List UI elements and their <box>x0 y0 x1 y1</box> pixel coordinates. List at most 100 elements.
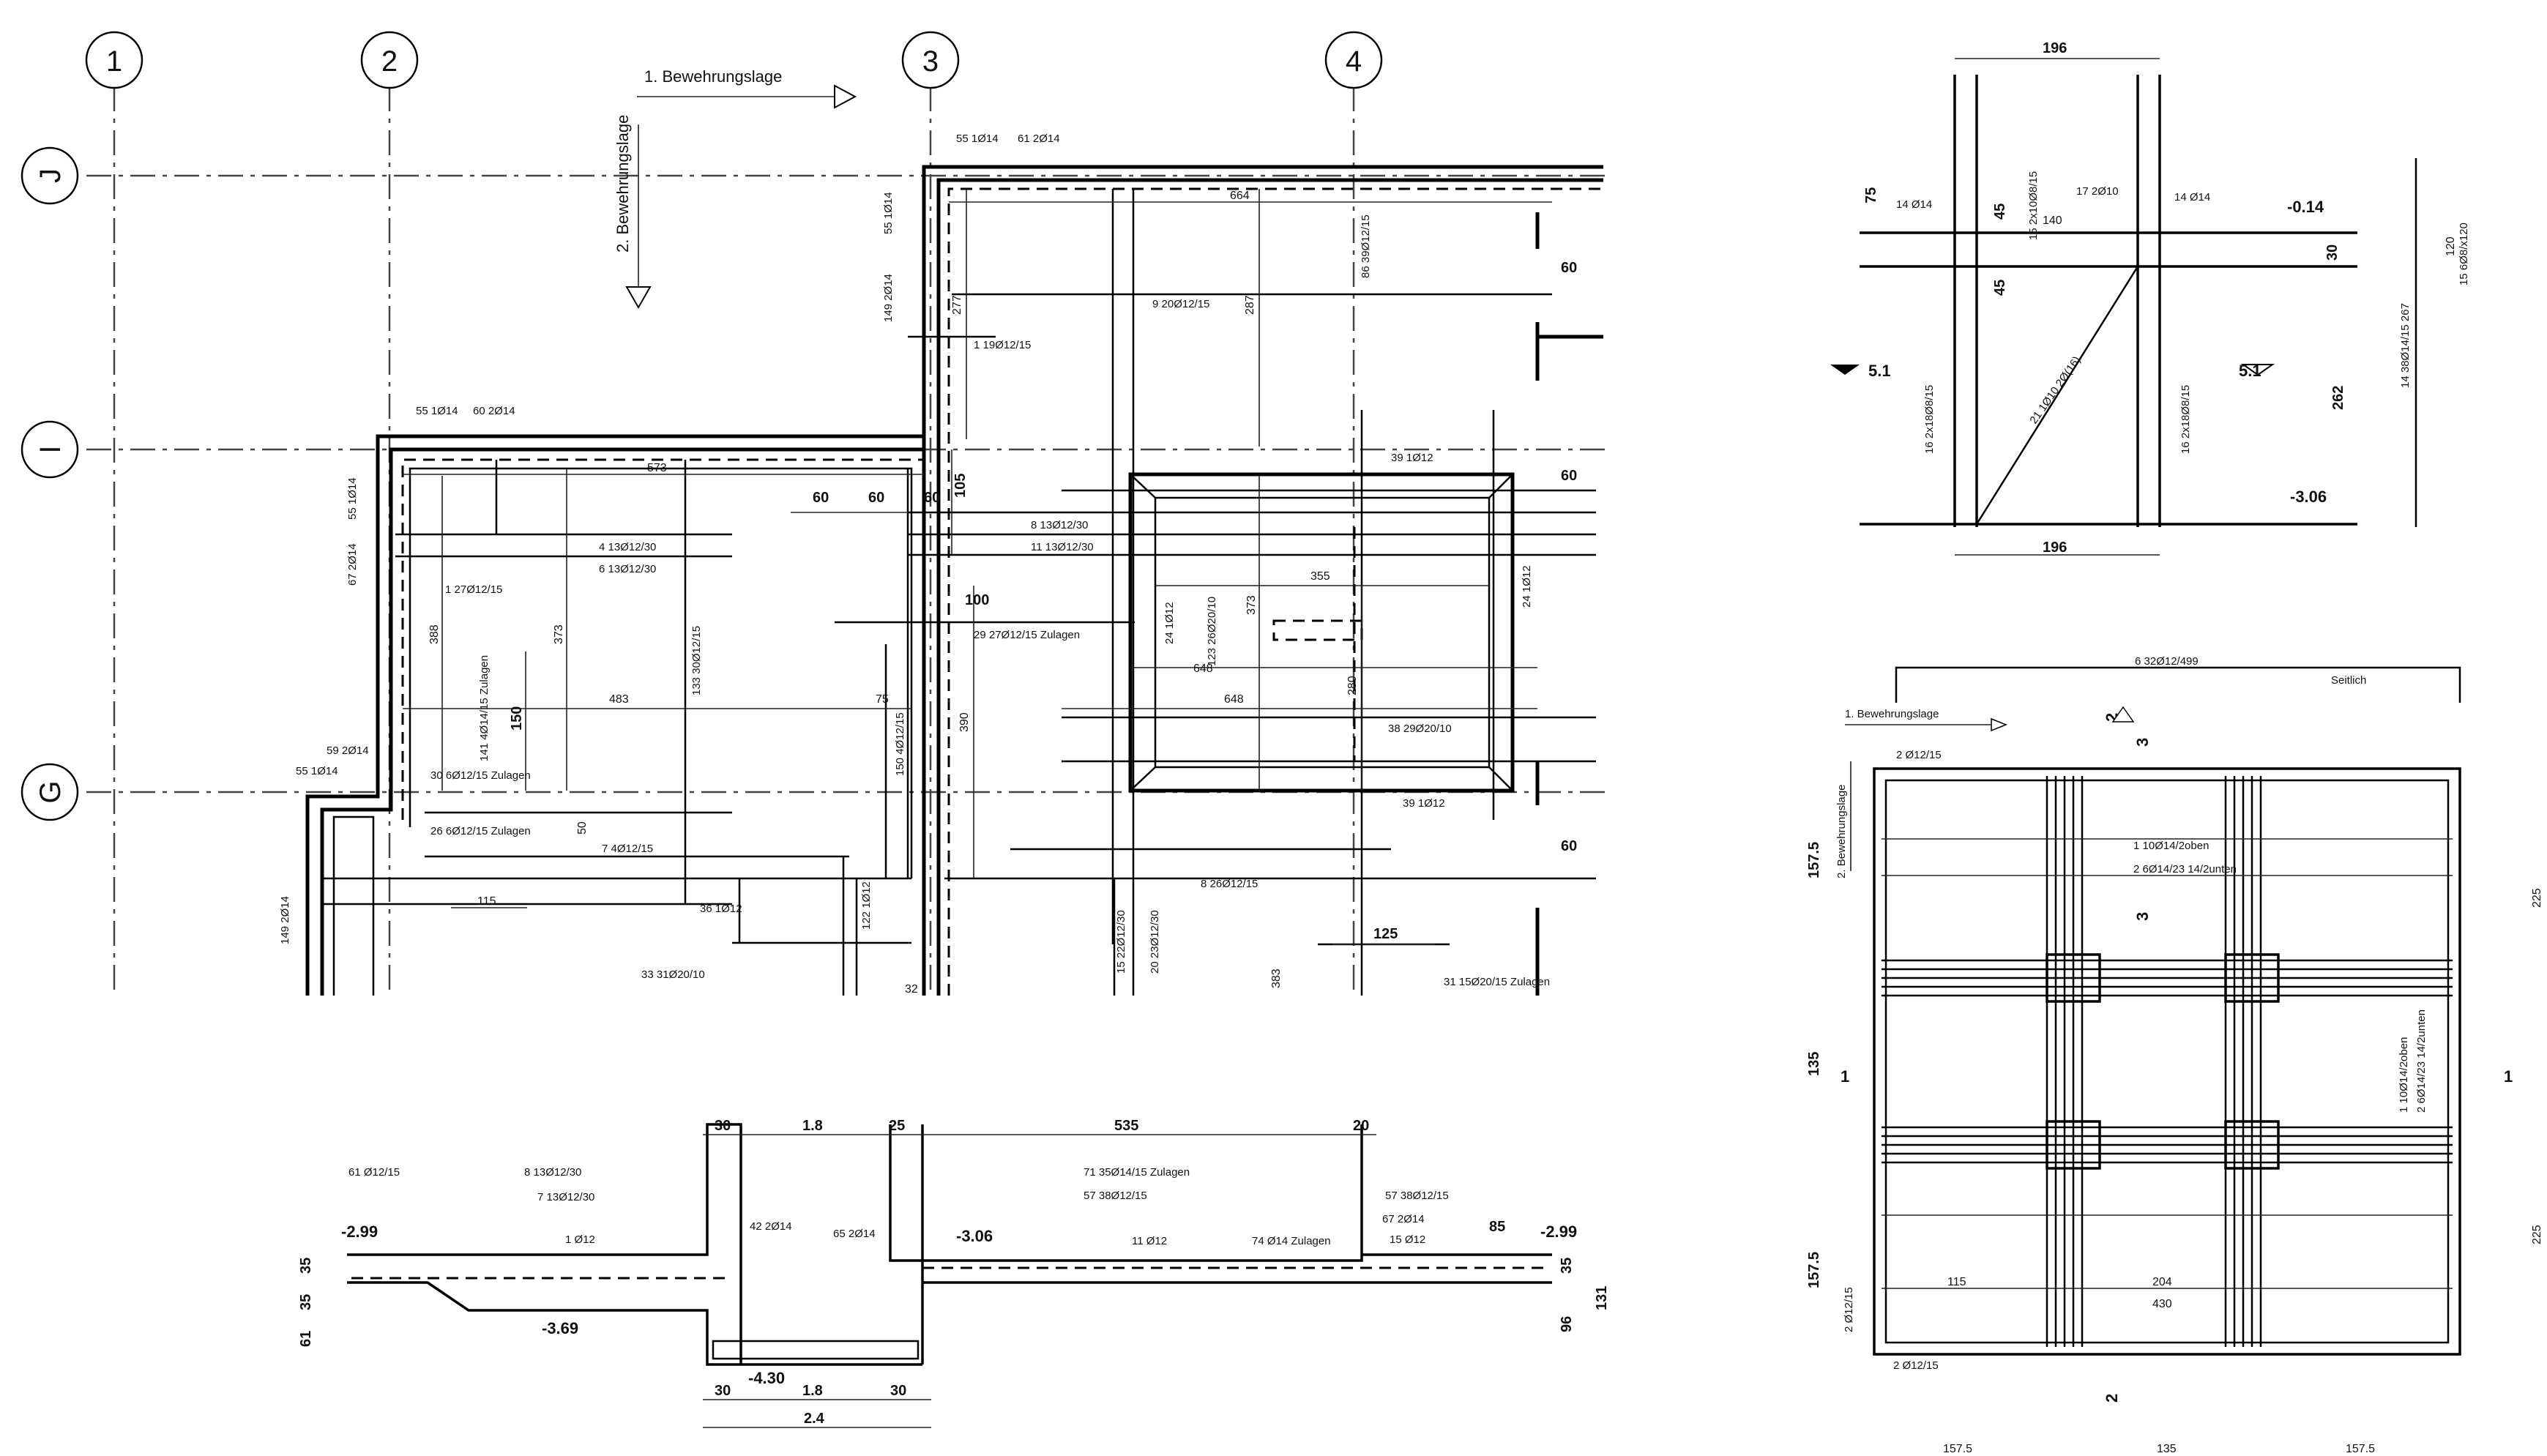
section-slab-left-bottom <box>347 1281 922 1366</box>
detail2-col-box-1 <box>2046 953 2101 1003</box>
dim-573: 573 <box>647 462 667 474</box>
section-label-67: 67 2Ø14 <box>1382 1213 1425 1225</box>
section-label-42: 42 2Ø14 <box>750 1220 792 1233</box>
section-label-74: 74 Ø14 Zulagen <box>1252 1235 1331 1247</box>
central-box-corner-4 <box>1488 766 1513 791</box>
label-36: 36 1Ø12 <box>700 903 742 915</box>
detail2-outer-frame <box>1873 767 2461 1356</box>
detail1-label-15b: 15 6Ø8/x120 <box>2458 223 2470 285</box>
section-dim-t18: 1.8 <box>802 1118 823 1134</box>
detail1-dim-196b: 196 <box>2043 540 2067 556</box>
detail1-dim-120: 120 <box>2445 236 2457 256</box>
section-label-57b: 57 38Ø12/15 <box>1385 1190 1449 1202</box>
dim-648b: 648 <box>1224 693 1244 706</box>
axis-bubble-3 <box>901 31 960 89</box>
axis-label-J: J <box>34 168 67 183</box>
section-level-4: -4.30 <box>748 1369 785 1387</box>
dim-60b: 60 <box>813 490 829 506</box>
section-dim-t30a: 30 <box>715 1118 731 1134</box>
detail2-label-bl2: 2 Ø12/15 <box>1843 1287 1855 1332</box>
section-label-15: 15 Ø12 <box>1390 1233 1425 1246</box>
dim-60e: 60 <box>1561 468 1577 484</box>
dim-280: 280 <box>1346 676 1359 695</box>
detail2-dim-v1575a: 157.5 <box>1806 842 1822 878</box>
detail2-dim-b135: 135 <box>2157 1443 2177 1455</box>
detail2-label-bl: 2 Ø12/15 <box>1893 1359 1939 1372</box>
detail1-label-diag: 21 1Ø10 2Ø(16) <box>2027 354 2083 427</box>
section-dim-t535: 535 <box>1114 1118 1138 1134</box>
axis-bubble-2 <box>360 31 419 89</box>
central-box-dashed-rect <box>1272 619 1363 641</box>
label-31: 31 15Ø20/15 Zulagen <box>1444 976 1550 988</box>
detail1-label-16b: 16 2x18Ø8/15 <box>2179 385 2192 454</box>
detail2-layer1-arrowhead <box>1991 717 2008 732</box>
detail2-col-box-2 <box>2224 953 2280 1003</box>
section-label-71: 71 35Ø14/15 Zulagen <box>1084 1166 1190 1179</box>
detail2-layer1: 1. Bewehrungslage <box>1845 708 1939 720</box>
section-level-1: -2.99 <box>341 1222 378 1241</box>
section-slab-left <box>347 1123 742 1364</box>
section-dim-v35a: 35 <box>298 1258 314 1274</box>
dim-60a: 60 <box>1561 260 1577 276</box>
dim-50: 50 <box>576 821 589 835</box>
detail2-col-box-3 <box>2046 1120 2101 1170</box>
wall-outer-mid <box>305 434 924 996</box>
dim-388: 388 <box>428 624 441 644</box>
detail2-dim-v1575b: 157.5 <box>1806 1252 1822 1288</box>
detail2-dim-r225b: 225 <box>2531 1225 2543 1244</box>
section-label-8: 8 13Ø12/30 <box>524 1166 581 1179</box>
section-level-5: -2.99 <box>1540 1222 1577 1241</box>
dim-664: 664 <box>1230 190 1250 202</box>
label-86: 86 39Ø12/15 <box>1360 214 1372 278</box>
wall-inner-mid <box>320 447 924 996</box>
layer1-label: 1. Bewehrungslage <box>644 67 782 86</box>
label-39-a: 39 1Ø12 <box>1391 452 1433 464</box>
label-6: 6 13Ø12/30 <box>599 563 656 575</box>
dim-105: 105 <box>952 474 969 498</box>
detail1-level-2: -3.06 <box>2290 488 2327 506</box>
detail1-dim-262: 262 <box>2330 386 2346 410</box>
dim-373a: 373 <box>553 624 565 644</box>
label-141: 141 4Ø14/15 Zulagen <box>478 655 491 761</box>
detail2-section-3b: 3 <box>2133 912 2152 921</box>
detail2-layer2: 2. Bewehrungslage <box>1835 785 1848 878</box>
section-pit-right <box>889 1124 1363 1262</box>
label-38: 38 29Ø20/10 <box>1388 723 1452 735</box>
section-dim-v61: 61 <box>298 1331 314 1347</box>
detail1-section-marker-left <box>1830 365 1860 375</box>
label-24-b: 24 1Ø12 <box>1521 565 1533 608</box>
detail1-section-marker-right <box>2240 364 2275 376</box>
axis-label-3: 3 <box>922 45 939 78</box>
plan-view: 1 2 3 4 J I G 1. Bewehrungslage 2. Beweh… <box>20 31 1611 996</box>
dim-32: 32 <box>905 983 918 996</box>
section-dim-t85: 85 <box>1489 1219 1505 1235</box>
section-dim-b18: 1.8 <box>802 1383 823 1399</box>
section-label-11: 11 Ø12 <box>1132 1235 1167 1247</box>
dim-373b: 373 <box>1245 595 1258 615</box>
detail1-dim-196a: 196 <box>2043 40 2067 56</box>
dim-648a: 648 <box>1193 662 1213 675</box>
section-dim-v35b: 35 <box>298 1294 314 1310</box>
axis-label-1: 1 <box>106 45 122 78</box>
label-67: 67 2Ø14 <box>346 543 359 586</box>
label-55-e: 55 1Ø14 <box>296 765 338 777</box>
label-9: 9 20Ø12/15 <box>1152 298 1209 310</box>
detail1-label-16a: 16 2x18Ø8/15 <box>1923 385 1936 454</box>
detail2-dim-w430: 430 <box>2152 1298 2172 1310</box>
detail2-section-1b: 1 <box>2504 1067 2513 1086</box>
central-box-inner <box>1154 496 1491 769</box>
section-level-3: -3.06 <box>956 1227 993 1245</box>
detail2-dim-w204: 204 <box>2152 1276 2172 1288</box>
detail1-dim-140: 140 <box>2043 214 2062 227</box>
central-box-corner-3 <box>1130 766 1156 791</box>
detail2-label-tl: 2 Ø12/15 <box>1896 749 1942 761</box>
section-label-7: 7 13Ø12/30 <box>537 1191 594 1203</box>
section-dim-v35c: 35 <box>1559 1258 1575 1274</box>
axis-bubble-4 <box>1324 31 1383 89</box>
label-133: 133 30Ø12/15 <box>690 626 703 695</box>
label-55-a: 55 1Ø14 <box>956 132 999 145</box>
dim-60f: 60 <box>1561 838 1577 854</box>
wall-dashed-upper <box>947 187 1603 996</box>
detail2-label-rt: 1 10Ø14/2oben <box>2398 1037 2410 1113</box>
